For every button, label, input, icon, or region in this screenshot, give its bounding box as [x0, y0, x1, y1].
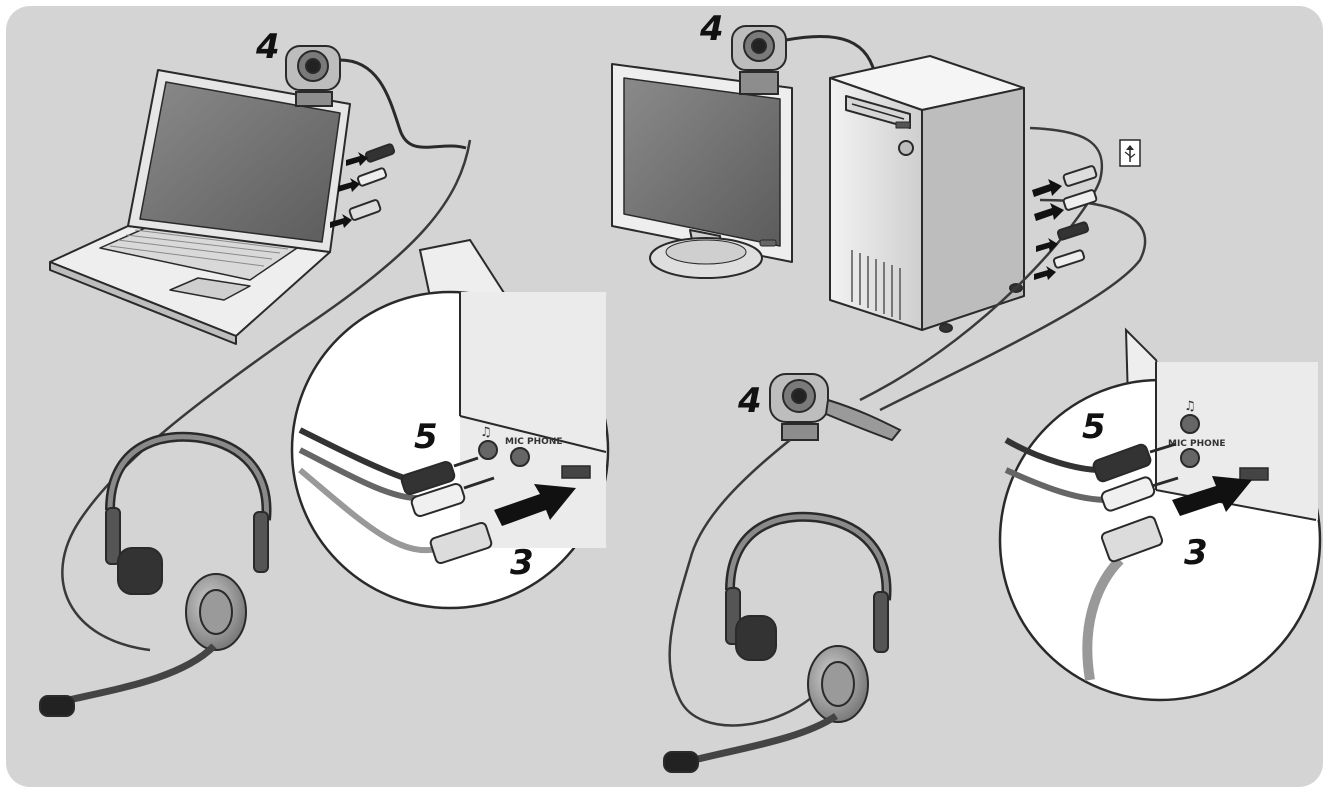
desktop-audio-cable	[879, 198, 1147, 412]
laptop-usb-arrow	[494, 484, 576, 526]
laptop-mic-port	[510, 447, 530, 467]
desktop-headphone-port	[1180, 414, 1200, 434]
desktop-usb-callout: 3	[1184, 533, 1208, 573]
desktop-usb-port	[1239, 467, 1269, 481]
laptop-side-arrows	[330, 152, 368, 228]
desktop-headset	[663, 511, 892, 773]
laptop-usb-callout: 3	[510, 543, 534, 583]
usb-icon	[1119, 139, 1141, 167]
clip-webcam-callout: 4	[737, 381, 762, 421]
clip-webcam	[769, 373, 902, 442]
desktop-side-arrows	[1032, 179, 1064, 280]
desktop-audio-callout: 5	[1082, 407, 1106, 447]
desktop-headset-cable	[668, 439, 821, 727]
laptop-headphone-port	[478, 440, 498, 460]
laptop	[49, 69, 351, 345]
laptop-webcam-callout: 4	[255, 27, 280, 67]
laptop-headset	[39, 431, 272, 717]
laptop-usb-port	[561, 465, 591, 479]
desktop-usb-arrow	[1172, 476, 1252, 516]
laptop-setup: 4	[39, 27, 610, 717]
desktop-webcam-callout: 4	[699, 9, 724, 49]
desktop-headphone-label: ♫	[1184, 399, 1196, 414]
laptop-webcam-cable	[339, 58, 467, 150]
laptop-headphone-label: ♫	[480, 425, 492, 440]
laptop-mic-label: MIC PHONE	[505, 437, 563, 447]
desktop-side-plugs	[1052, 165, 1098, 269]
desktop-monitor	[611, 63, 793, 279]
laptop-side-plugs	[348, 143, 396, 221]
desktop-setup: 4	[611, 9, 1322, 773]
desktop-tower	[829, 55, 1025, 333]
laptop-headset-cable	[61, 139, 472, 652]
laptop-audio-callout: 5	[414, 417, 438, 457]
desktop-mic-label: MIC PHONE	[1168, 439, 1226, 449]
laptop-port-zoom: ♫ MIC PHONE 5 3	[290, 238, 610, 610]
laptop-webcam	[285, 45, 341, 107]
desktop-mic-port	[1180, 448, 1200, 468]
desktop-webcam	[731, 25, 787, 95]
desktop-port-zoom: ♫ MIC PHONE 5 3	[998, 327, 1322, 702]
